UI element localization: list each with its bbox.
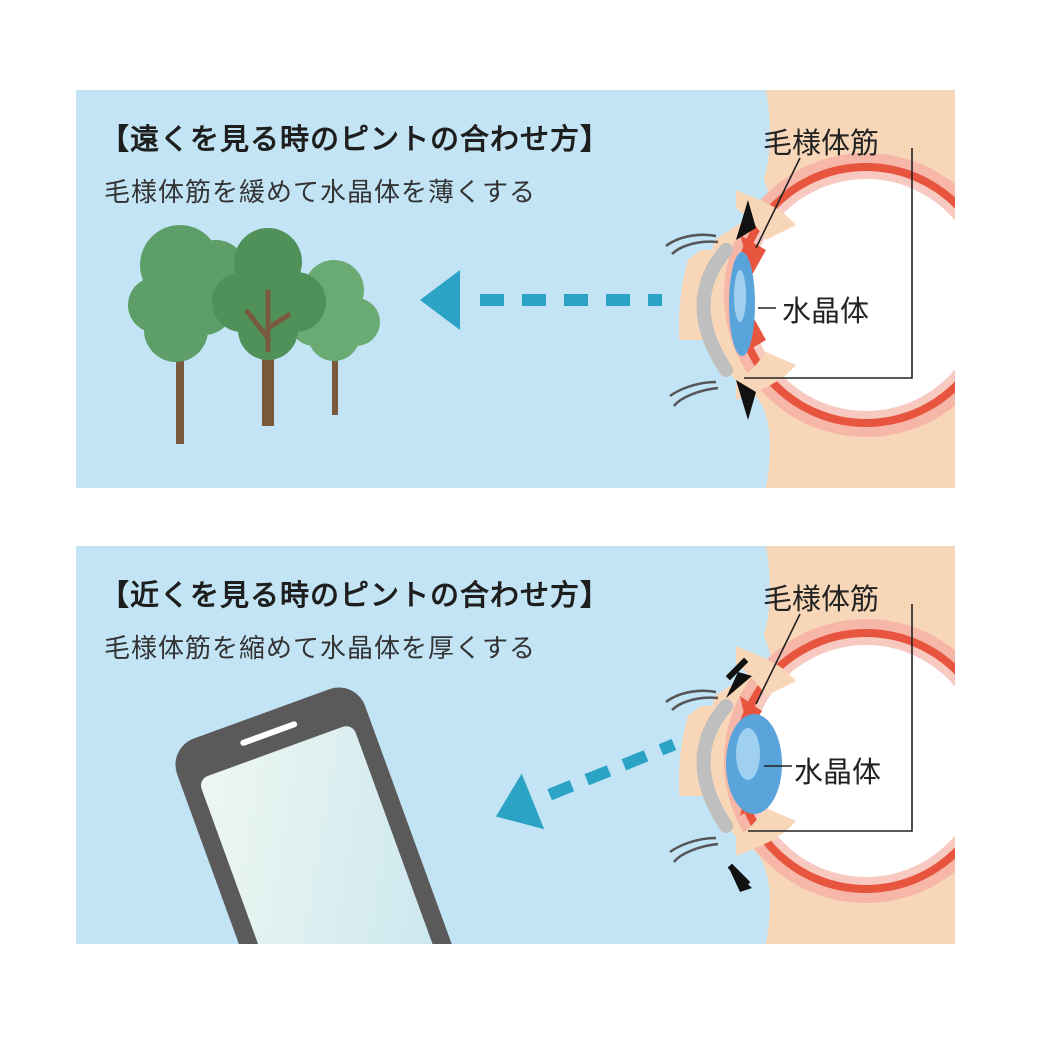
near-vision-panel: 【近くを見る時のピントの合わせ方】 毛様体筋を縮めて水晶体を厚くする 毛様体筋 … bbox=[76, 546, 955, 944]
near-vision-illustration bbox=[175, 546, 955, 944]
lens-label: 水晶体 bbox=[782, 294, 870, 328]
subtitle-near: 毛様体筋を縮めて水晶体を厚くする bbox=[104, 634, 537, 664]
subtitle-far: 毛様体筋を緩めて水晶体を薄くする bbox=[104, 178, 537, 208]
far-vision-panel: 【遠くを見る時のピントの合わせ方】 毛様体筋を緩めて水晶体を薄くする 毛様体筋 … bbox=[76, 90, 955, 488]
leader-lines bbox=[744, 148, 913, 379]
ciliary-muscle-top bbox=[740, 235, 766, 275]
sight-arrow bbox=[495, 738, 677, 830]
contract-arrows bbox=[725, 657, 752, 892]
eyelashes bbox=[665, 233, 719, 407]
cornea bbox=[696, 243, 733, 377]
smartphone bbox=[175, 687, 461, 944]
relax-arrows bbox=[736, 200, 756, 420]
ciliary-muscle-top bbox=[740, 696, 762, 731]
page-title-far: 【遠くを見る時のピントの合わせ方】 bbox=[100, 122, 611, 156]
far-vision-illustration bbox=[128, 90, 955, 488]
cornea bbox=[696, 699, 733, 833]
page-title-near: 【近くを見る時のピントの合わせ方】 bbox=[100, 578, 611, 612]
trees bbox=[128, 225, 380, 444]
eyelashes bbox=[665, 689, 719, 863]
ciliary-muscle-label: 毛様体筋 bbox=[763, 582, 880, 616]
leader-lines bbox=[748, 604, 913, 832]
sight-arrow bbox=[420, 270, 662, 330]
lens-label: 水晶体 bbox=[794, 755, 882, 789]
ciliary-muscle-label: 毛様体筋 bbox=[763, 126, 880, 160]
